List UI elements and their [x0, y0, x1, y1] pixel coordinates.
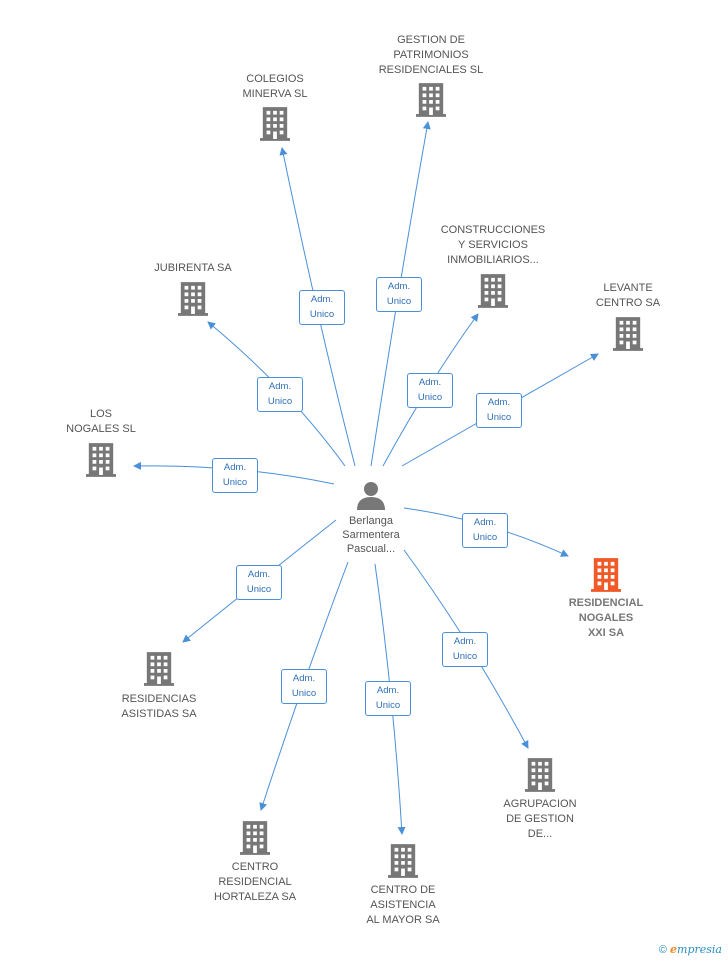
building-icon	[525, 758, 555, 792]
company-label-line: COLEGIOS	[246, 73, 304, 85]
relation-badge-line: Unico	[417, 392, 443, 403]
company-label-line: XXI SA	[587, 627, 625, 639]
company-label-line: AL MAYOR SA	[366, 914, 440, 926]
person-name-line: Sarmentera	[342, 529, 400, 541]
company-node-agrupacion-gestion[interactable]: AGRUPACION DE GESTION DE...	[470, 758, 610, 842]
relation-badge-line: Adm.	[292, 673, 316, 684]
relation-badge-line: Unico	[291, 688, 317, 699]
relation-badge-line: Unico	[375, 700, 401, 711]
company-label-line: GESTION DE	[397, 34, 465, 46]
relation-badge-agrupacion-gestion[interactable]: Adm. Unico	[442, 632, 488, 667]
relation-badge-levante-centro[interactable]: Adm. Unico	[476, 393, 522, 428]
relation-badge-line: Unico	[452, 651, 478, 662]
building-icon	[478, 274, 508, 308]
relation-badge-centro-residencial-hortaleza[interactable]: Adm. Unico	[281, 669, 327, 704]
company-label-line: RESIDENCIAS	[121, 693, 197, 705]
relation-badge-line: Adm.	[247, 569, 271, 580]
relation-badge-line: Unico	[267, 396, 293, 407]
company-label-line: DE GESTION	[506, 813, 574, 825]
relation-badge-residencias-asistidas[interactable]: Adm. Unico	[236, 565, 282, 600]
company-label-line: LOS	[89, 408, 112, 420]
company-label-line: CONSTRUCCIONES	[440, 224, 546, 236]
company-label-line: RESIDENCIAL	[568, 597, 644, 609]
relation-badge-line: Unico	[222, 477, 248, 488]
building-icon	[591, 558, 621, 592]
company-node-jubirenta[interactable]: JUBIRENTA SA	[123, 261, 263, 316]
company-label-line: AGRUPACION	[503, 798, 577, 810]
building-icon	[388, 844, 418, 878]
relation-badge-line: Adm.	[418, 377, 442, 388]
empresia-logo: empresia	[670, 943, 722, 956]
footer-brand[interactable]: © empresia	[659, 943, 722, 956]
relation-badge-line: Adm.	[387, 281, 411, 292]
company-label-line: MINERVA SL	[242, 88, 308, 100]
relation-badge-line: Unico	[472, 532, 498, 543]
company-label-line: CENTRO	[231, 861, 279, 873]
company-label-line: DE...	[527, 828, 553, 840]
relation-badge-line: Unico	[309, 309, 335, 320]
relation-badge-residencial-nogales-xxi[interactable]: Adm. Unico	[462, 513, 508, 548]
relation-badge-line: Unico	[246, 584, 272, 595]
relation-badge-line: Adm.	[487, 397, 511, 408]
company-node-centro-residencial-hortaleza[interactable]: CENTRO RESIDENCIAL HORTALEZA SA	[185, 821, 325, 905]
person-icon	[357, 482, 385, 510]
copyright-icon: ©	[658, 944, 667, 956]
company-node-levante-centro[interactable]: LEVANTE CENTRO SA	[558, 281, 698, 351]
company-node-centro-asistencia-mayor[interactable]: CENTRO DE ASISTENCIA AL MAYOR SA	[333, 844, 473, 928]
relation-badge-centro-asistencia-mayor[interactable]: Adm. Unico	[365, 681, 411, 716]
company-node-construcciones-servicios[interactable]: CONSTRUCCIONES Y SERVICIOS INMOBILIARIOS…	[423, 223, 563, 308]
building-icon	[260, 107, 290, 141]
relation-badge-jubirenta[interactable]: Adm. Unico	[257, 377, 303, 412]
building-icon	[240, 821, 270, 855]
company-node-los-nogales[interactable]: LOS NOGALES SL	[31, 407, 171, 477]
company-label-line: HORTALEZA SA	[213, 891, 297, 903]
company-label-line: ASISTIDAS SA	[121, 708, 197, 720]
company-node-colegios-minerva[interactable]: COLEGIOS MINERVA SL	[205, 72, 345, 141]
company-label-line: INMOBILIARIOS...	[447, 254, 539, 266]
company-label-line: NOGALES	[578, 612, 634, 624]
company-label-line: CENTRO SA	[595, 297, 661, 309]
relation-badge-line: Adm.	[223, 462, 247, 473]
company-label-line: RESIDENCIALES SL	[378, 64, 484, 76]
relation-badge-construcciones-servicios[interactable]: Adm. Unico	[407, 373, 453, 408]
relation-badge-line: Unico	[386, 296, 412, 307]
relation-badge-line: Unico	[486, 412, 512, 423]
building-icon	[416, 83, 446, 117]
company-label-line: ASISTENCIA	[370, 899, 436, 911]
company-label-line: RESIDENCIAL	[218, 876, 292, 888]
company-label-line: JUBIRENTA SA	[154, 262, 232, 274]
building-icon	[613, 317, 643, 351]
relation-badge-gestion-patrimonios[interactable]: Adm. Unico	[376, 277, 422, 312]
building-icon	[178, 282, 208, 316]
relation-badge-line: Adm.	[473, 517, 497, 528]
company-label-line: Y SERVICIOS	[458, 239, 528, 251]
company-label-line: LEVANTE	[603, 282, 653, 294]
company-label-line: NOGALES SL	[66, 423, 136, 435]
company-node-residencial-nogales-xxi[interactable]: RESIDENCIAL NOGALES XXI SA	[536, 558, 676, 641]
company-node-residencias-asistidas[interactable]: RESIDENCIAS ASISTIDAS SA	[89, 652, 229, 722]
company-label-line: CENTRO DE	[370, 884, 436, 896]
building-icon	[86, 443, 116, 477]
person-name-line: Pascual...	[346, 543, 396, 555]
relation-badge-colegios-minerva[interactable]: Adm. Unico	[299, 290, 345, 325]
person-name-line: Berlanga	[348, 515, 394, 527]
relation-badge-line: Adm.	[376, 685, 400, 696]
relation-badge-los-nogales[interactable]: Adm. Unico	[212, 458, 258, 493]
relation-badge-line: Adm.	[453, 636, 477, 647]
relation-badge-line: Adm.	[268, 381, 292, 392]
relation-badge-line: Adm.	[310, 294, 334, 305]
company-node-gestion-patrimonios[interactable]: GESTION DE PATRIMONIOS RESIDENCIALES SL	[361, 33, 501, 117]
building-icon	[144, 652, 174, 686]
person-node[interactable]: Berlanga Sarmentera Pascual...	[301, 480, 441, 556]
company-label-line: PATRIMONIOS	[393, 49, 469, 61]
